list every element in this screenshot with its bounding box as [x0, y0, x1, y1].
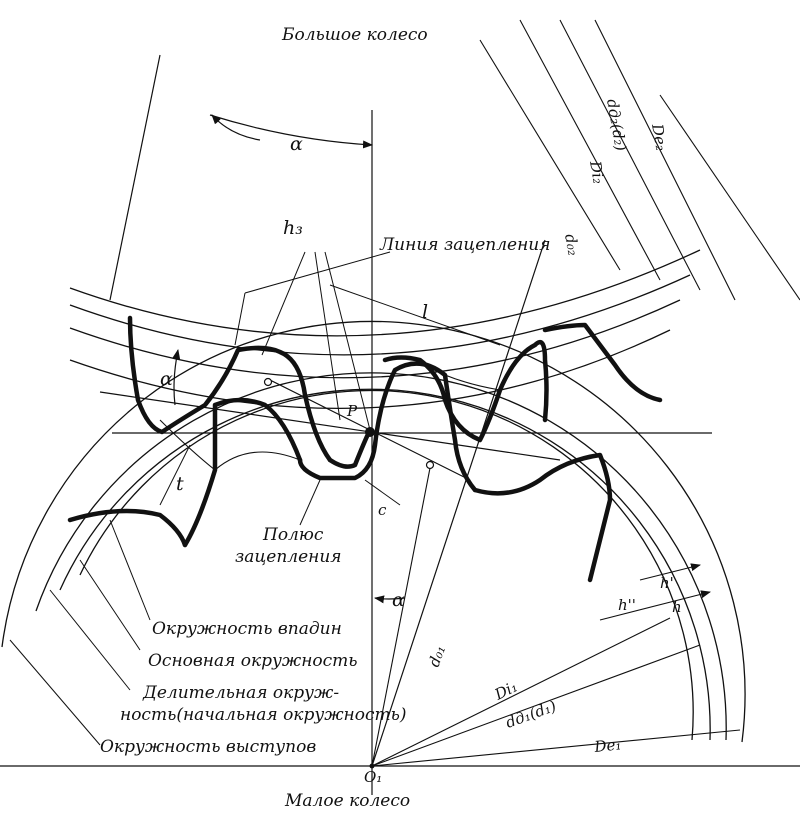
radius-Di1: [371, 617, 671, 767]
alpha-arc-top-2: [211, 114, 261, 141]
dim-h-prime: [639, 563, 701, 581]
root-circle-label: Окружность впадин: [152, 619, 342, 639]
base-circle-label: Основная окружность: [148, 651, 358, 671]
h-label: h: [672, 598, 682, 616]
point-right: [425, 460, 435, 470]
alpha-arc-left: [172, 349, 181, 406]
center-O1: [369, 763, 375, 769]
radius-d4: [479, 39, 621, 271]
t-label: t: [176, 473, 184, 495]
large-wheel-circles: [69, 249, 701, 409]
De1-label: De₁: [593, 735, 623, 756]
alpha-arc-top: [209, 114, 373, 149]
pitch-point-label-2: зацепления: [235, 547, 342, 567]
root-circle-small: [79, 389, 694, 741]
leader-hz-3: [324, 251, 371, 431]
radius-De2: [659, 94, 800, 301]
radius-line-to-P: [371, 239, 546, 767]
h-dd-label: h'': [618, 596, 636, 614]
De2-label: De₂: [648, 122, 671, 153]
large-tooth-left: [127, 315, 333, 463]
pitch-circle-large: [69, 274, 691, 356]
dd1-label: dд₁(d₁): [503, 697, 559, 732]
pitch-point-P: [365, 427, 375, 437]
point-left: [263, 377, 273, 387]
pitch-circle-small: [35, 372, 727, 741]
leader-loa-1: [244, 251, 391, 294]
tooth-profile-thin-2: [444, 374, 501, 391]
small-tooth-1: [182, 397, 303, 548]
large-wheel-teeth: [127, 315, 663, 469]
leader-hz-1: [261, 251, 306, 356]
pitch-circle-label-1: Делительная окруж-: [142, 683, 339, 703]
points: [263, 377, 435, 769]
dim-h: [599, 590, 711, 621]
hz-label: h₃: [283, 217, 303, 239]
alpha-arc-bottom: [374, 595, 406, 604]
tip-circle-label: Окружность выступов: [100, 737, 316, 757]
leader-tip: [9, 639, 101, 746]
small-tooth-3: [472, 452, 613, 583]
do2-label: d₀₂: [561, 233, 582, 257]
radius-dd1: [371, 644, 701, 767]
leader-pole-1: [299, 479, 321, 526]
O1-label: O₁: [364, 768, 382, 786]
dim-t: [159, 444, 191, 506]
large-tooth-right: [382, 339, 549, 443]
pitch-circle-label-2: ность(начальная окружность): [120, 705, 407, 725]
dim-l: [329, 284, 501, 346]
pitch-point-label-1: Полюс: [262, 525, 324, 545]
do1-label: d₀₁: [425, 643, 449, 669]
P-label: P: [346, 402, 358, 420]
radius-De1: [371, 729, 741, 767]
radius-line-left: [109, 54, 161, 301]
radius-do1: [371, 467, 431, 767]
Di1-label: Di₁: [491, 677, 520, 704]
h-d-label: h': [660, 574, 674, 592]
c-label: c: [378, 501, 387, 519]
line-of-action: [99, 391, 561, 461]
small-tooth-left: [67, 508, 188, 548]
large-tooth-mid: [327, 427, 373, 469]
small-tooth-2: [297, 361, 478, 493]
l-label: l: [422, 301, 428, 323]
radius-do2: [519, 19, 661, 281]
radius-dd2: [594, 19, 736, 301]
tip-circle-small: [1, 320, 746, 743]
large-tooth-far: [542, 322, 663, 403]
tooth-profile-thin-3: [159, 419, 216, 471]
leader-loa-2: [234, 292, 246, 346]
base-circle-large: [69, 299, 681, 379]
leader-base: [79, 559, 141, 651]
small-wheel-label: Малое колесо: [284, 791, 410, 811]
leader-hz-2: [314, 251, 341, 421]
root-circle-large: [69, 329, 671, 409]
large-wheel-label: Большое колесо: [281, 25, 428, 45]
alpha-label-top: α: [290, 133, 303, 155]
small-wheel-teeth: [67, 361, 613, 583]
Di2-label: Di₂: [586, 159, 608, 186]
alpha-label-left: α: [160, 368, 173, 390]
dd2-label: dд₂(d₂): [603, 98, 630, 153]
leader-pitch: [49, 589, 131, 691]
tooth-profile-thin-1: [214, 451, 301, 471]
tip-circle-large: [69, 249, 701, 337]
line-of-action-label: Линия зацепления: [379, 235, 551, 255]
leader-root: [109, 519, 151, 621]
radius-Di2: [559, 19, 701, 291]
alpha-label-bottom: α: [392, 589, 405, 611]
leader-c: [364, 479, 401, 506]
